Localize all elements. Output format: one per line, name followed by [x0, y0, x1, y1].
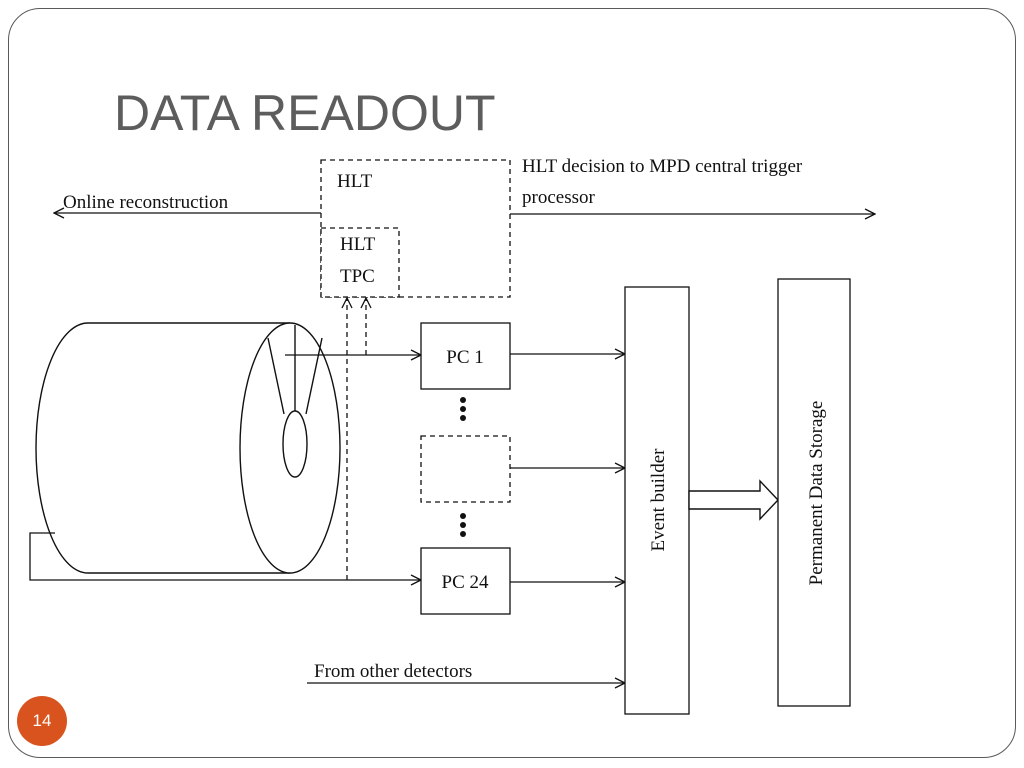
pc24-label: PC 24: [442, 572, 489, 593]
permanent-storage-box: [777, 278, 851, 707]
event-builder-box: [624, 286, 690, 715]
sector-line-right: [305, 337, 323, 415]
slide-title: DATA READOUT: [114, 85, 496, 141]
block-arrow-to-storage: [688, 479, 779, 521]
permanent-storage-label: Permanent Data Storage: [806, 401, 827, 586]
cylinder-end-face: [239, 322, 341, 574]
sector-line-left: [267, 337, 285, 415]
pc24-box: [420, 547, 511, 615]
from-other-detectors-label: From other detectors: [314, 661, 472, 682]
readout-arrow-to-pc24: [29, 532, 421, 580]
hlt-decision-label-line1: HLT decision to MPD central trigger: [522, 156, 803, 177]
hlt-tpc-box: [320, 227, 400, 298]
page-number-badge: 14: [17, 696, 67, 746]
ellipsis-dots-upper: [460, 397, 466, 421]
pc-middle-box: [420, 435, 511, 503]
ellipsis-dots-lower: [460, 513, 466, 537]
slide-frame: [8, 8, 1016, 758]
tpc-detector-cylinder: [35, 322, 341, 574]
hlt-label: HLT: [337, 171, 373, 192]
hlt-tpc-label-line2: TPC: [340, 266, 375, 287]
online-reconstruction-label: Online reconstruction: [63, 192, 229, 213]
hlt-decision-label-line2: processor: [522, 187, 595, 208]
hlt-box: [320, 159, 511, 298]
cylinder-body: [35, 322, 290, 574]
hlt-tpc-label-line1: HLT: [340, 234, 376, 255]
event-builder-label: Event builder: [648, 448, 669, 552]
pc1-box: [420, 322, 511, 390]
pc1-label: PC 1: [446, 347, 484, 368]
